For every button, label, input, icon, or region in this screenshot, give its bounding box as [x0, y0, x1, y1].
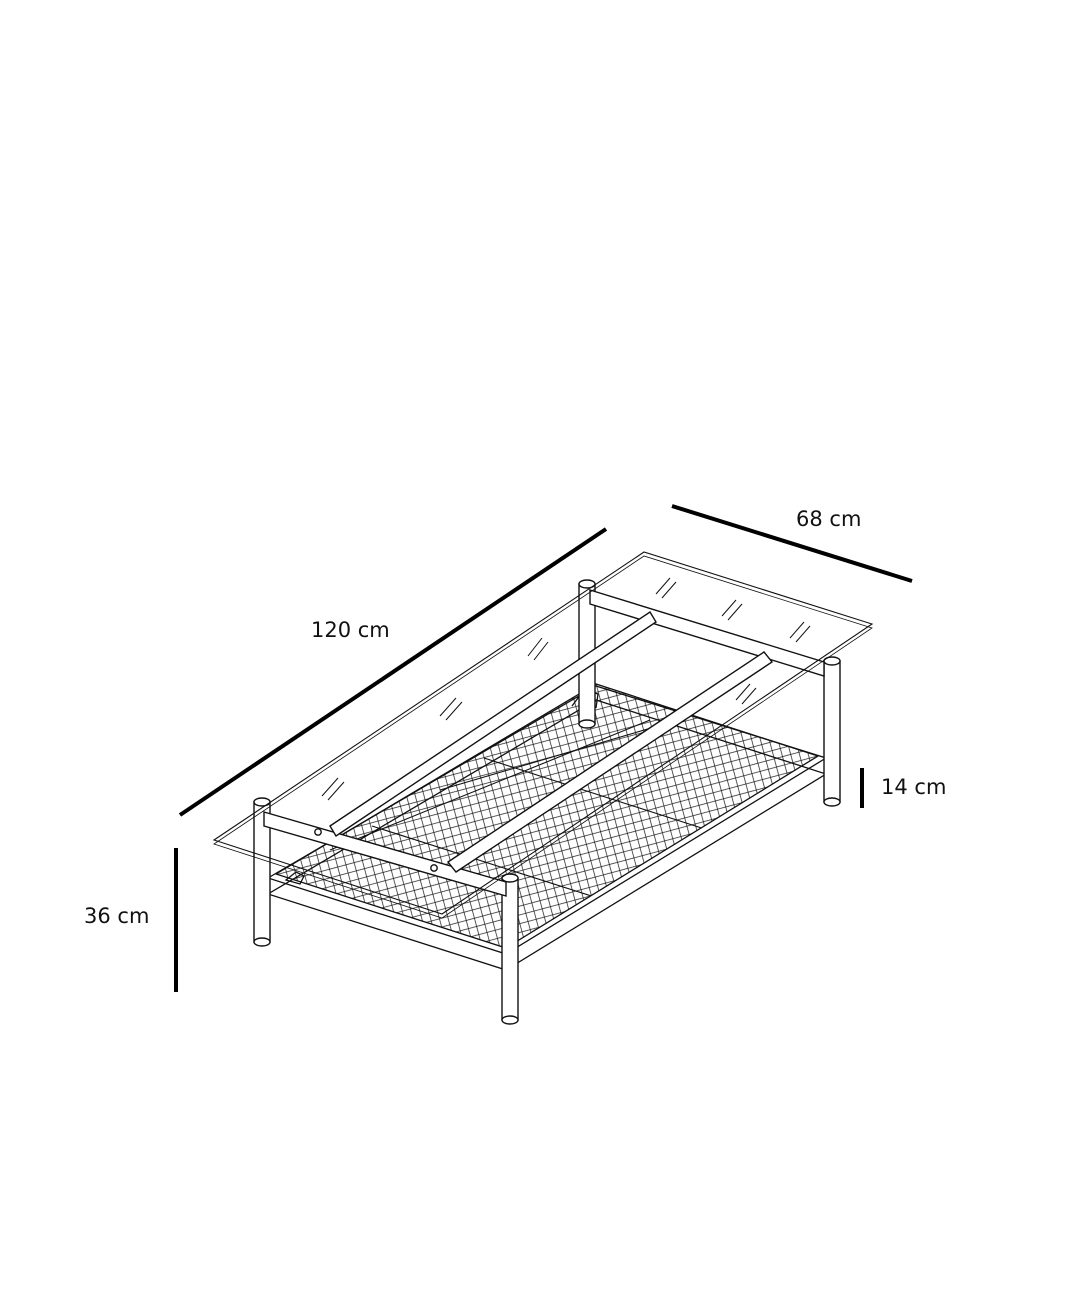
frame-bolt-2 [430, 864, 438, 872]
rail-front [263, 811, 507, 897]
top-frame-rails [263, 589, 825, 897]
dimension-line-length [178, 527, 608, 817]
height-label: 36 cm [84, 904, 150, 928]
table-legs [253, 579, 841, 1025]
leg-front-right [501, 873, 519, 1025]
length-label: 120 cm [311, 618, 390, 642]
slat-left [329, 611, 657, 837]
slat-right [446, 651, 774, 873]
leg-back-right [823, 656, 841, 807]
glass-top [212, 551, 874, 919]
shelf-clearance-label: 14 cm [881, 775, 947, 799]
glass-reflection-marks [321, 577, 811, 801]
lower-mesh-shelf [266, 683, 828, 971]
frame-bolt-1 [314, 828, 322, 836]
depth-label: 68 cm [796, 507, 862, 531]
leg-front-left [253, 797, 271, 947]
dimension-line-depth [671, 504, 913, 583]
